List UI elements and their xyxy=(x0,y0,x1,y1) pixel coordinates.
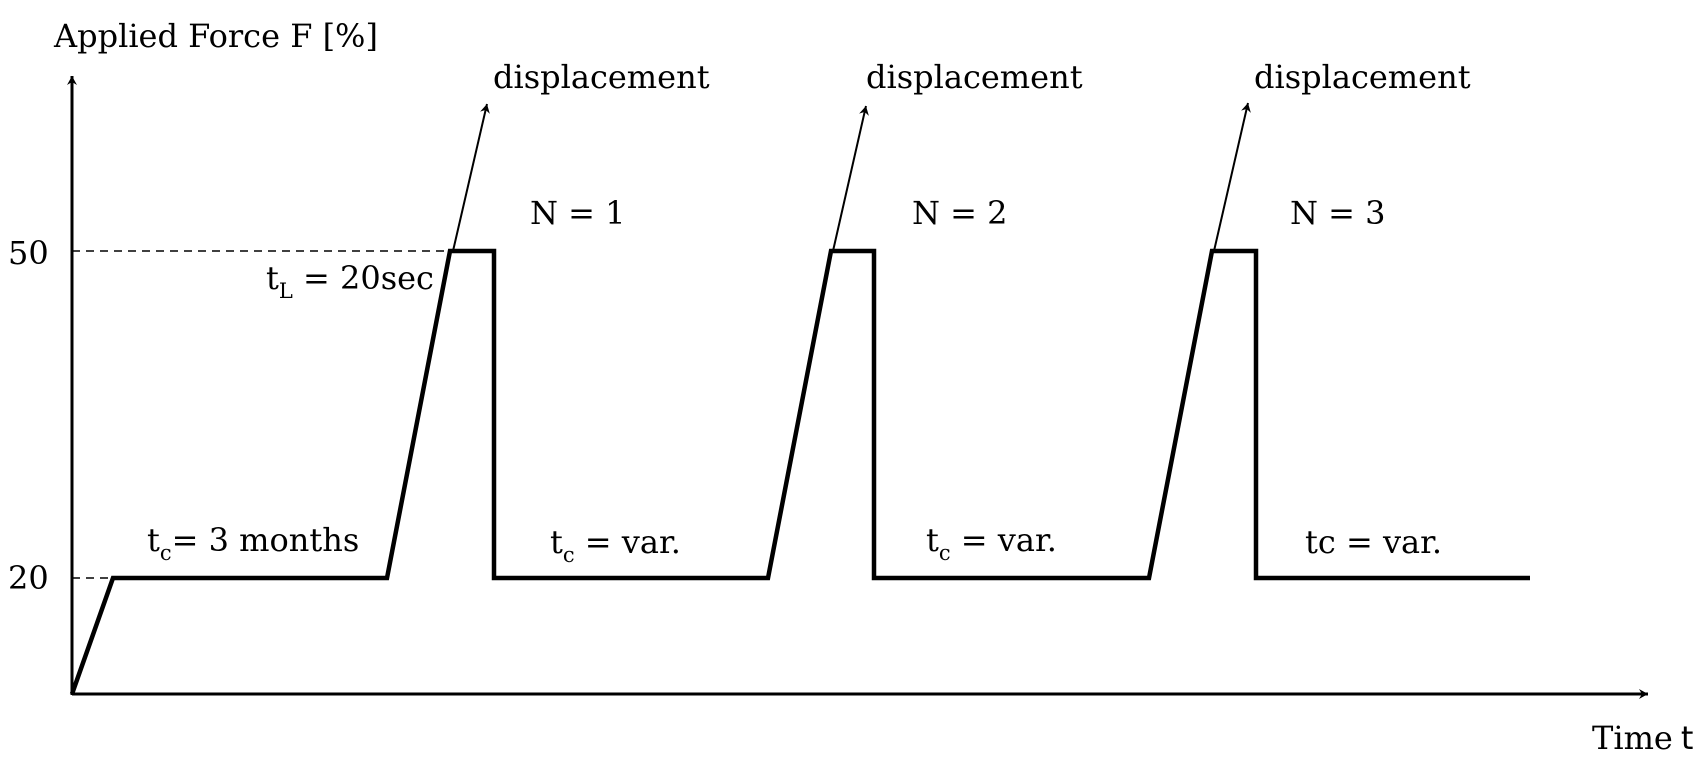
creep-time-label-3: tc = var. xyxy=(926,521,1057,565)
creep-time-value-3: = var. xyxy=(951,521,1057,559)
displacement-label-2: displacement xyxy=(866,58,1083,96)
y-axis-label: Applied Force F [%] xyxy=(53,17,378,55)
creep-time-value-1: = 3 months xyxy=(172,521,360,559)
cycle-label-3: N = 3 xyxy=(1290,194,1386,232)
displacement-arrow-2 xyxy=(832,105,869,252)
creep-time-symbol-1: t xyxy=(147,521,160,559)
displacement-arrow-3 xyxy=(1213,102,1251,252)
creep-time-label-4: tc = var. xyxy=(1305,523,1442,561)
load-time-label: tL = 20sec xyxy=(266,259,434,303)
displacement-label-1: displacement xyxy=(493,58,710,96)
x-axis-label-main: Time xyxy=(1592,719,1673,757)
y-tick-50: 50 xyxy=(8,234,49,272)
creep-time-label-1: tc= 3 months xyxy=(147,521,359,565)
creep-time-value-2: = var. xyxy=(575,523,681,561)
cycle-label-1: N = 1 xyxy=(530,194,626,232)
creep-time-symbol-3: t xyxy=(926,521,939,559)
creep-time-subscript-3: c xyxy=(939,541,951,565)
x-axis-label-variable: t xyxy=(1681,719,1694,757)
displacement-label-3: displacement xyxy=(1254,58,1471,96)
y-tick-20: 20 xyxy=(8,559,49,597)
load-time-value: = 20sec xyxy=(293,259,434,297)
cycle-label-2: N = 2 xyxy=(912,194,1008,232)
creep-time-label-2: tc = var. xyxy=(550,523,681,567)
load-profile-line xyxy=(69,248,1530,695)
load-time-subscript: L xyxy=(279,279,293,303)
creep-time-symbol-2: t xyxy=(550,523,563,561)
load-time-symbol: t xyxy=(266,259,279,297)
displacement-arrow-1 xyxy=(452,103,490,252)
creep-time-subscript-1: c xyxy=(160,541,172,565)
creep-time-subscript-2: c xyxy=(563,543,575,567)
